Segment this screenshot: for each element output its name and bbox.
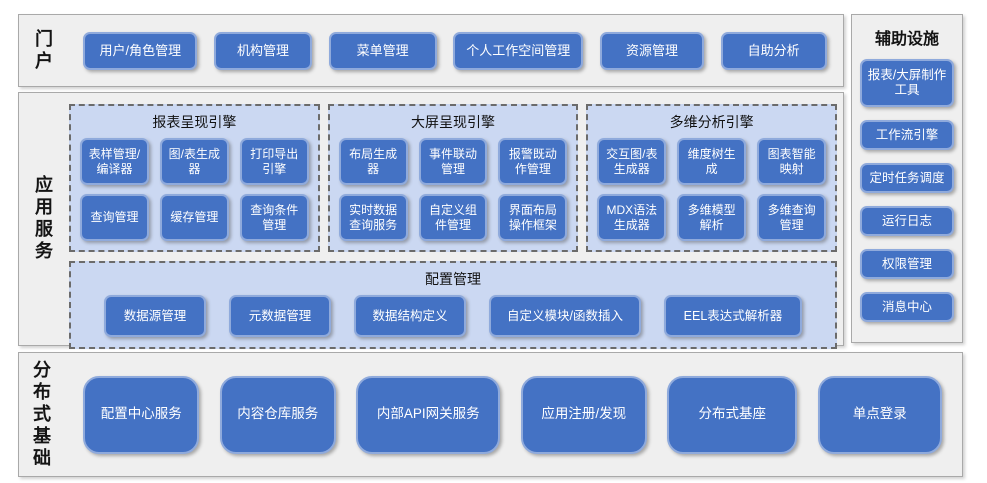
report-engine-box: 报表呈现引擎 表样管理/编译器 图/表生成器 打印导出引擎 查询管理 缓存管理 … bbox=[69, 104, 320, 252]
portal-button-user-role-mgmt[interactable]: 用户/角色管理 bbox=[83, 31, 198, 70]
foundation-section: 分布式基础 配置中心服务 内容仓库服务 内部API网关服务 应用注册/发现 分布… bbox=[18, 352, 963, 477]
engine-button-event-linkage-mgmt[interactable]: 事件联动管理 bbox=[418, 138, 488, 185]
report-engine-title: 报表呈现引擎 bbox=[152, 114, 237, 130]
app-services-content: 报表呈现引擎 表样管理/编译器 图/表生成器 打印导出引擎 查询管理 缓存管理 … bbox=[67, 93, 843, 349]
foundation-button-internal-api-gateway-service[interactable]: 内部API网关服务 bbox=[356, 375, 501, 454]
foundation-button-content-repository-service[interactable]: 内容仓库服务 bbox=[219, 375, 336, 454]
config-mgmt-title: 配置管理 bbox=[425, 271, 481, 287]
engine-button-multidim-query-mgmt[interactable]: 多维查询管理 bbox=[757, 194, 827, 241]
engines-row: 报表呈现引擎 表样管理/编译器 图/表生成器 打印导出引擎 查询管理 缓存管理 … bbox=[69, 104, 838, 252]
portal-buttons-row: 用户/角色管理 机构管理 菜单管理 个人工作空间管理 资源管理 自助分析 bbox=[67, 15, 843, 86]
config-button-data-structure-definition[interactable]: 数据结构定义 bbox=[354, 295, 466, 337]
engine-button-interactive-chart-generator[interactable]: 交互图/表生成器 bbox=[597, 138, 667, 185]
engine-button-alarm-action-mgmt[interactable]: 报警既动作管理 bbox=[498, 138, 568, 185]
engine-button-realtime-data-query-service[interactable]: 实时数据查询服务 bbox=[338, 194, 408, 241]
olap-engine-title: 多维分析引擎 bbox=[669, 114, 754, 130]
olap-engine-box: 多维分析引擎 交互图/表生成器 维度树生成 图表智能映射 MDX语法生成器 多维… bbox=[586, 104, 838, 252]
portal-button-self-service-analysis[interactable]: 自助分析 bbox=[720, 31, 827, 70]
report-engine-grid: 表样管理/编译器 图/表生成器 打印导出引擎 查询管理 缓存管理 查询条件管理 bbox=[80, 138, 309, 241]
portal-button-resource-mgmt[interactable]: 资源管理 bbox=[599, 31, 704, 70]
auxiliary-section-title: 辅助设施 bbox=[874, 31, 939, 48]
aux-button-workflow-engine[interactable]: 工作流引擎 bbox=[860, 120, 954, 150]
engine-button-cache-mgmt[interactable]: 缓存管理 bbox=[159, 194, 229, 241]
foundation-button-config-center-service[interactable]: 配置中心服务 bbox=[83, 375, 200, 454]
app-services-section-label: 应用服务 bbox=[33, 175, 53, 263]
engine-button-custom-component-mgmt[interactable]: 自定义组件管理 bbox=[418, 194, 488, 241]
engine-button-chart-smart-mapping[interactable]: 图表智能映射 bbox=[757, 138, 827, 185]
auxiliary-buttons-column: 报表/大屏制作工具 工作流引擎 定时任务调度 运行日志 权限管理 消息中心 bbox=[860, 59, 954, 322]
app-services-section: 应用服务 报表呈现引擎 表样管理/编译器 图/表生成器 打印导出引擎 查询管理 … bbox=[18, 92, 844, 349]
config-button-datasource-mgmt[interactable]: 数据源管理 bbox=[104, 295, 206, 337]
engine-button-ui-layout-framework[interactable]: 界面布局操作框架 bbox=[498, 194, 568, 241]
portal-button-personal-workspace-mgmt[interactable]: 个人工作空间管理 bbox=[453, 31, 584, 70]
engine-button-query-mgmt[interactable]: 查询管理 bbox=[80, 194, 149, 241]
aux-button-report-bigscreen-authoring-tool[interactable]: 报表/大屏制作工具 bbox=[860, 59, 954, 107]
portal-section-label: 门户 bbox=[33, 28, 53, 73]
portal-button-org-mgmt[interactable]: 机构管理 bbox=[213, 31, 312, 70]
bigscreen-engine-box: 大屏呈现引擎 布局生成器 事件联动管理 报警既动作管理 实时数据查询服务 自定义… bbox=[327, 104, 579, 252]
bigscreen-engine-grid: 布局生成器 事件联动管理 报警既动作管理 实时数据查询服务 自定义组件管理 界面… bbox=[338, 138, 568, 241]
engine-button-chart-table-generator[interactable]: 图/表生成器 bbox=[159, 138, 229, 185]
engine-button-mdx-syntax-generator[interactable]: MDX语法生成器 bbox=[597, 194, 667, 241]
engine-button-style-mgmt-compiler[interactable]: 表样管理/编译器 bbox=[80, 138, 149, 185]
config-button-custom-module-function-insert[interactable]: 自定义模块/函数插入 bbox=[489, 295, 641, 337]
engine-button-layout-generator[interactable]: 布局生成器 bbox=[338, 138, 408, 185]
foundation-button-app-registration-discovery[interactable]: 应用注册/发现 bbox=[520, 375, 647, 454]
config-button-metadata-mgmt[interactable]: 元数据管理 bbox=[229, 295, 331, 337]
bigscreen-engine-title: 大屏呈现引擎 bbox=[411, 114, 495, 130]
engine-button-print-export-engine[interactable]: 打印导出引擎 bbox=[239, 138, 309, 185]
auxiliary-section: 辅助设施 报表/大屏制作工具 工作流引擎 定时任务调度 运行日志 权限管理 消息… bbox=[851, 14, 963, 343]
aux-button-run-log[interactable]: 运行日志 bbox=[860, 206, 954, 236]
config-mgmt-row: 数据源管理 元数据管理 数据结构定义 自定义模块/函数插入 EEL表达式解析器 bbox=[81, 295, 825, 337]
aux-button-permission-mgmt[interactable]: 权限管理 bbox=[860, 249, 954, 279]
foundation-button-single-sign-on[interactable]: 单点登录 bbox=[817, 375, 942, 454]
engine-button-multidim-model-parsing[interactable]: 多维模型解析 bbox=[677, 194, 747, 241]
portal-section: 门户 用户/角色管理 机构管理 菜单管理 个人工作空间管理 资源管理 自助分析 bbox=[18, 14, 844, 87]
config-button-eel-expression-parser[interactable]: EEL表达式解析器 bbox=[664, 295, 802, 337]
aux-button-scheduled-task-scheduler[interactable]: 定时任务调度 bbox=[860, 163, 954, 193]
engine-button-dimension-tree-generation[interactable]: 维度树生成 bbox=[677, 138, 747, 185]
portal-button-menu-mgmt[interactable]: 菜单管理 bbox=[328, 31, 437, 70]
aux-button-message-center[interactable]: 消息中心 bbox=[860, 292, 954, 322]
foundation-section-label: 分布式基础 bbox=[31, 359, 51, 470]
olap-engine-grid: 交互图/表生成器 维度树生成 图表智能映射 MDX语法生成器 多维模型解析 多维… bbox=[597, 138, 827, 241]
engine-button-query-condition-mgmt[interactable]: 查询条件管理 bbox=[239, 194, 309, 241]
config-mgmt-box: 配置管理 数据源管理 元数据管理 数据结构定义 自定义模块/函数插入 EEL表达… bbox=[69, 261, 837, 349]
foundation-button-distributed-base[interactable]: 分布式基座 bbox=[667, 375, 798, 454]
foundation-buttons-row: 配置中心服务 内容仓库服务 内部API网关服务 应用注册/发现 分布式基座 单点… bbox=[63, 353, 962, 476]
